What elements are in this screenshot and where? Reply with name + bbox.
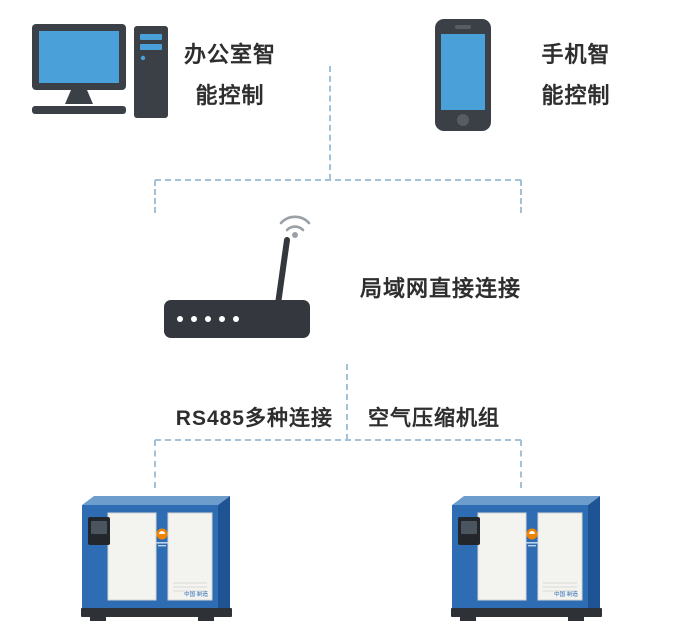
compressor-foot: [90, 616, 106, 621]
phone-screen: [441, 34, 485, 110]
brand-logo: [526, 528, 538, 547]
router-status-lights: [177, 316, 239, 322]
air-compressor-graphic: 中国·制造: [81, 496, 232, 621]
compressor-footer-text: 中国·制造: [554, 590, 578, 598]
phone-speaker: [455, 25, 471, 29]
compressor-display-screen: [461, 521, 477, 534]
tower-drive-slot: [140, 34, 162, 40]
office-control-label: 办公室智 能控制: [172, 34, 288, 116]
wifi-signal-icon: [279, 215, 311, 238]
compressor-group-label: 空气压缩机组: [368, 407, 500, 430]
connector-top-center-vertical: [329, 66, 331, 180]
monitor-screen: [39, 31, 119, 83]
mobile-control-line2: 能控制: [541, 83, 611, 108]
compressor-foot: [460, 616, 476, 621]
wireless-router-icon: [162, 210, 318, 340]
compressor-panel-right: [167, 512, 213, 601]
compressor-top-face: [82, 496, 230, 505]
air-compressor-graphic: 中国·制造: [451, 496, 602, 621]
compressor-panel-right: [537, 512, 583, 601]
connector-mid-vertical: [346, 364, 348, 440]
desktop-computer-icon: [30, 20, 170, 122]
compressor-base: [451, 608, 602, 617]
phone-home-button: [457, 114, 469, 126]
air-compressor-right: 中国·制造: [448, 487, 608, 622]
compressor-footer-text: 中国·制造: [184, 590, 208, 598]
monitor-base: [32, 106, 126, 114]
desktop-computer-graphic: [32, 24, 168, 118]
tower-drive-slot: [140, 44, 162, 50]
connector-top-left-stub: [154, 180, 156, 213]
tower-power-light: [140, 55, 146, 61]
compressor-panel-left: [477, 512, 527, 601]
compressor-display-screen: [91, 521, 107, 534]
router-antenna: [275, 237, 290, 307]
connector-bottom-left-stub: [154, 440, 156, 488]
smartphone-icon: [433, 18, 493, 132]
lan-connection-label: 局域网直接连接: [360, 276, 522, 301]
compressor-side-face: [588, 496, 600, 608]
mobile-control-line1: 手机智: [541, 42, 611, 67]
compressor-base: [81, 608, 232, 617]
rs485-connection-label: RS485多种连接: [175, 407, 333, 430]
connector-top-right-stub: [520, 180, 522, 213]
connector-bottom-right-stub: [520, 440, 522, 488]
smartphone-graphic: [435, 19, 491, 131]
compressor-vents: [543, 582, 577, 592]
monitor-stand: [65, 90, 93, 104]
compressor-side-face: [218, 496, 230, 608]
compressor-foot: [568, 616, 584, 621]
compressor-vents: [173, 582, 207, 592]
compressor-panel-left: [107, 512, 157, 601]
router-graphic: [164, 215, 311, 338]
office-control-line1: 办公室智: [183, 42, 276, 67]
mobile-control-label: 手机智 能控制: [524, 34, 628, 116]
office-control-line2: 能控制: [195, 83, 265, 108]
compressor-top-face: [452, 496, 600, 505]
connector-bottom-horizontal: [155, 439, 521, 441]
brand-logo: [156, 528, 168, 547]
air-compressor-left: 中国·制造: [78, 487, 238, 622]
connector-top-horizontal: [155, 179, 521, 181]
compressor-foot: [198, 616, 214, 621]
